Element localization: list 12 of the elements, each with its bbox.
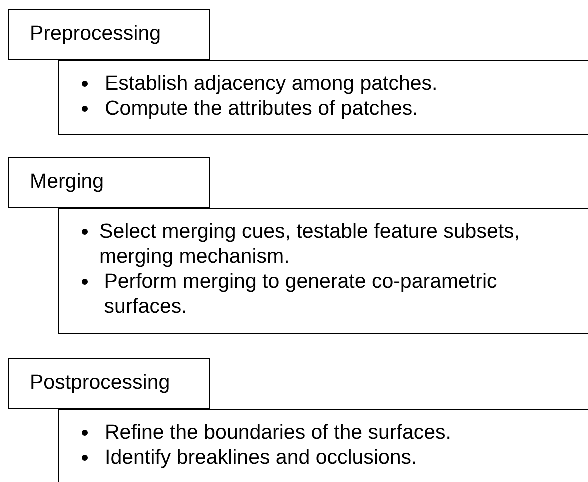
stage-header-box: Preprocessing	[8, 9, 210, 60]
stage-header-box: Merging	[8, 157, 210, 208]
bullet-text: Refine the boundaries of the surfaces.	[105, 420, 452, 445]
bullet-text: Identify breaklines and occlusions.	[105, 445, 418, 470]
stage-detail-box	[58, 409, 588, 482]
stage-header-box: Postprocessing	[8, 358, 210, 409]
stage-detail-box	[58, 60, 588, 135]
stage-detail-box	[58, 208, 588, 334]
bullet-text: Establish adjacency among patches.	[105, 71, 438, 96]
bullet-text: Perform merging to generate co-parametric surfaces.	[104, 269, 498, 319]
bullet-text: Compute the attributes of patches.	[105, 96, 418, 121]
bullet-text: Select merging cues, testable feature subsets, merging mechanism.	[100, 219, 521, 269]
